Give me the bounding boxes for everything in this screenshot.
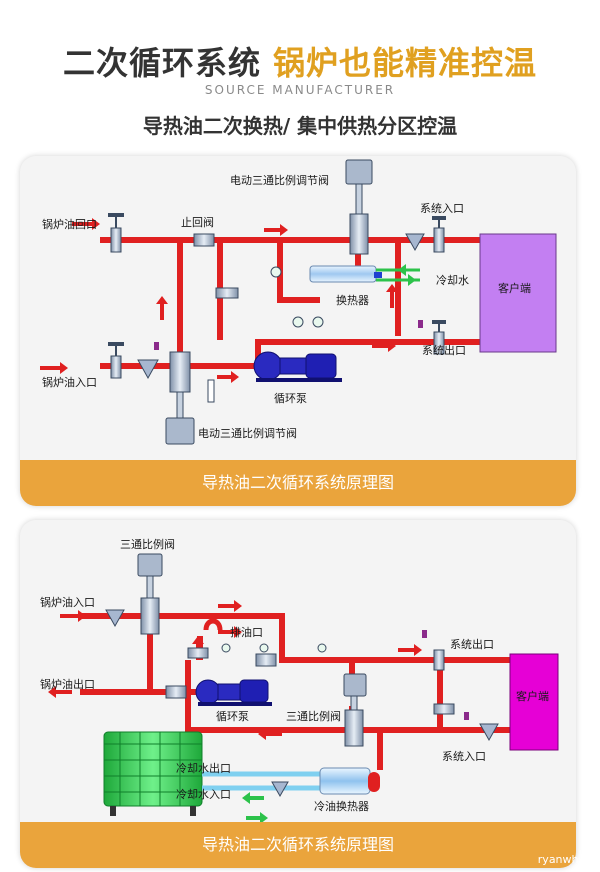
check-valve bbox=[193, 233, 215, 247]
heat-exchanger bbox=[309, 264, 420, 286]
label-system-out: 系统出口 bbox=[450, 637, 494, 651]
drain-outlet bbox=[203, 618, 223, 631]
flow-arrows bbox=[40, 218, 398, 383]
gate-valve-inlet bbox=[108, 342, 124, 379]
label-valve-mid: 三通比例阀 bbox=[286, 709, 341, 723]
diagram-2-caption: 导热油二次循环系统原理图 bbox=[20, 822, 576, 868]
valve-drain bbox=[187, 647, 209, 659]
page-caption: 导热油二次换热/ 集中供热分区控温 bbox=[142, 114, 458, 138]
label-boiler-return: 锅炉油回口 bbox=[42, 217, 97, 231]
circulation-pump bbox=[253, 351, 342, 382]
label-heat-exchanger: 换热器 bbox=[336, 293, 369, 307]
label-check-valve: 止回阀 bbox=[181, 215, 214, 229]
bypass-valve bbox=[215, 287, 239, 299]
label-cooling-water: 冷却水 bbox=[436, 274, 469, 287]
three-way-valve-top bbox=[345, 159, 373, 255]
gate-valve-system-in bbox=[432, 216, 446, 253]
label-cooling-hx: 冷油换热器 bbox=[314, 799, 369, 813]
label-client: 客户端 bbox=[498, 281, 531, 295]
diagram-1-caption: 导热油二次循环系统原理图 bbox=[20, 460, 576, 506]
gate-valve-system-out bbox=[432, 320, 446, 355]
label-system-in: 系统入口 bbox=[442, 750, 486, 763]
cooling-pipes bbox=[202, 771, 320, 791]
gate-valve-return bbox=[108, 213, 124, 253]
circulation-pump bbox=[195, 679, 272, 706]
label-drain: 排油口 bbox=[230, 625, 263, 639]
label-pump: 循环泵 bbox=[274, 392, 307, 405]
filter-inlet bbox=[137, 359, 159, 380]
filter-inlet bbox=[105, 609, 125, 628]
page-title: 二次循环系统锅炉也能精准控温 bbox=[0, 38, 600, 86]
three-way-valve-bottom bbox=[165, 351, 195, 445]
label-boiler-out: 锅炉油出口 bbox=[40, 677, 95, 691]
diagram-card-1: 电动三通比例调节阀 锅炉油回口 止回阀 系统入口 冷却水 换热器 客户端 系统出… bbox=[20, 156, 576, 506]
valve-mid bbox=[255, 653, 277, 667]
client-box-2 bbox=[509, 653, 559, 751]
label-valve-top: 电动三通比例调节阀 bbox=[230, 173, 329, 187]
system-out-valve bbox=[422, 630, 445, 671]
gauges bbox=[270, 266, 324, 328]
label-boiler-in: 锅炉油入口 bbox=[42, 375, 97, 389]
page-subtitle: SOURCE MANUFACTURER bbox=[204, 83, 396, 97]
label-valve-bottom: 电动三通比例调节阀 bbox=[198, 426, 297, 440]
client-box-1 bbox=[479, 233, 557, 353]
gauges bbox=[221, 643, 327, 653]
label-valve-top: 三通比例阀 bbox=[120, 537, 175, 551]
label-system-in: 系统入口 bbox=[420, 202, 464, 215]
temperature-sensor bbox=[154, 320, 423, 403]
diagram-card-2: 三通比例阀 锅炉油入口 排油口 系统出口 锅炉油出口 客户端 循环泵 三通比例阀… bbox=[20, 520, 576, 868]
label-boiler-in: 锅炉油入口 bbox=[40, 595, 95, 609]
label-client: 客户端 bbox=[516, 689, 549, 703]
watermark: ryanwh. bbox=[537, 853, 582, 866]
cooling-heat-exchanger bbox=[319, 767, 380, 795]
diagram-1: 电动三通比例调节阀 锅炉油回口 止回阀 系统入口 冷却水 换热器 客户端 系统出… bbox=[40, 159, 557, 445]
three-way-valve-mid bbox=[343, 673, 367, 747]
title-gold: 锅炉也能精准控温 bbox=[273, 44, 538, 82]
label-pump: 循环泵 bbox=[216, 710, 249, 723]
three-way-valve-top bbox=[137, 553, 163, 635]
system-in-valve bbox=[433, 703, 499, 742]
valve-outlet bbox=[165, 685, 187, 699]
title-dark: 二次循环系统 bbox=[62, 44, 261, 82]
label-system-out: 系统出口 bbox=[422, 343, 466, 357]
cooling-tower bbox=[103, 731, 203, 816]
diagram-2: 三通比例阀 锅炉油入口 排油口 系统出口 锅炉油出口 客户端 循环泵 三通比例阀… bbox=[40, 537, 559, 822]
filter-system-in bbox=[405, 233, 425, 252]
label-cooling-out: 冷却水出口 bbox=[176, 761, 231, 775]
cooling-filter bbox=[271, 781, 289, 798]
label-cooling-in: 冷却水入口 bbox=[176, 788, 231, 801]
